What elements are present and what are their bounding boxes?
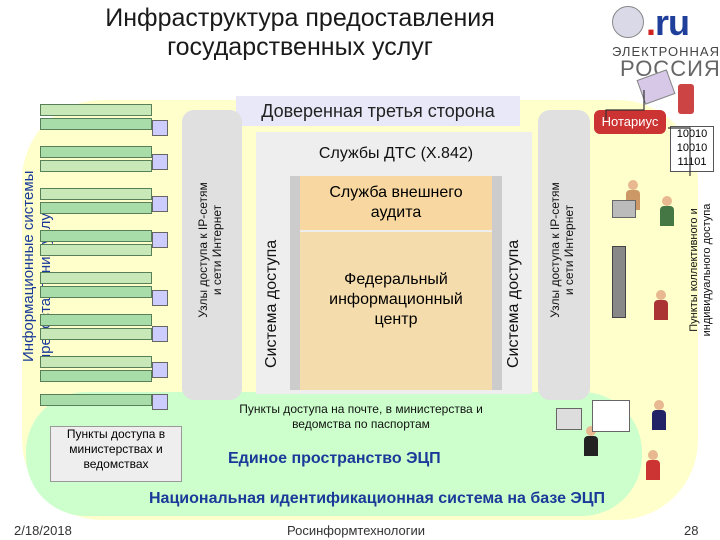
title-line-2: государственных услуг bbox=[167, 33, 433, 61]
access-system-left-label: Система доступа bbox=[263, 239, 280, 368]
person-icon bbox=[584, 426, 598, 456]
computer-icon bbox=[556, 408, 582, 430]
ip-access-cloud-left bbox=[182, 110, 242, 400]
federal-center-box: Федеральный информационный центр bbox=[300, 232, 492, 390]
document-icon bbox=[592, 400, 630, 432]
server-icon bbox=[40, 104, 152, 116]
person-icon bbox=[654, 290, 668, 320]
audit-service-line-1: Служба внешнего bbox=[329, 184, 463, 201]
server-icon bbox=[40, 328, 152, 340]
eds-space-label: Единое пространство ЭЦП bbox=[228, 450, 441, 467]
ip-access-cloud-right bbox=[538, 110, 590, 400]
server-icon bbox=[40, 394, 152, 406]
server-icon bbox=[40, 118, 152, 130]
network-node-icon bbox=[152, 196, 168, 212]
computer-icon bbox=[612, 200, 636, 218]
ip-nodes-left-label: Узлы доступа к IP-сетям и сети Интернет bbox=[196, 182, 224, 318]
server-icon bbox=[40, 202, 152, 214]
logo-line-2: РОССИЯ bbox=[620, 56, 720, 81]
post-access-points: Пункты доступа на почте, в министерства … bbox=[239, 402, 483, 431]
page-title: Инфраструктура предоставления государств… bbox=[40, 4, 560, 62]
federal-center-line-2: информационный bbox=[329, 291, 463, 308]
person-icon bbox=[660, 196, 674, 226]
person-icon bbox=[646, 450, 660, 480]
kiosk-icon bbox=[612, 246, 626, 318]
network-node-icon bbox=[152, 394, 168, 410]
trusted-party-label: Доверенная третья сторона bbox=[261, 101, 495, 121]
access-system-right-label: Система доступа bbox=[505, 239, 522, 368]
server-icon bbox=[40, 272, 152, 284]
audit-service-box: Служба внешнего аудита bbox=[300, 176, 492, 230]
server-icon bbox=[40, 286, 152, 298]
logo-ru: .ru bbox=[646, 2, 690, 43]
network-node-icon bbox=[152, 232, 168, 248]
trusted-party-banner bbox=[236, 96, 520, 126]
stamp-icon bbox=[678, 84, 694, 114]
footer-page-number: 28 bbox=[684, 523, 699, 538]
network-node-icon bbox=[152, 290, 168, 306]
title-line-1: Инфраструктура предоставления bbox=[105, 4, 495, 32]
network-node-icon bbox=[152, 326, 168, 342]
logo-line-1: ЭЛЕКТРОННАЯ bbox=[612, 44, 720, 59]
notary-connector-arrows bbox=[605, 90, 691, 176]
bits-box: 10010 10010 11101 bbox=[670, 126, 714, 172]
federal-center-line-1: Федеральный bbox=[344, 271, 448, 288]
access-system-right-bar bbox=[502, 132, 532, 394]
eagle-emblem-icon bbox=[612, 6, 644, 38]
network-node-icon bbox=[152, 154, 168, 170]
federal-center-line-3: центр bbox=[374, 311, 418, 328]
server-icon bbox=[40, 244, 152, 256]
connector-line bbox=[668, 127, 691, 176]
network-node-icon bbox=[152, 120, 168, 136]
server-icon bbox=[40, 146, 152, 158]
server-rack-panel bbox=[40, 104, 168, 414]
server-icon bbox=[40, 314, 152, 326]
server-icon bbox=[40, 160, 152, 172]
person-icon bbox=[652, 400, 666, 430]
server-icon bbox=[40, 230, 152, 242]
footer-company: Росинформтехнологии bbox=[287, 523, 425, 538]
access-system-left-bar bbox=[256, 132, 290, 394]
server-icon bbox=[40, 188, 152, 200]
collective-points-label: Пункты коллективного и индивидуального д… bbox=[688, 203, 713, 337]
connector-line bbox=[605, 90, 645, 120]
network-node-icon bbox=[152, 362, 168, 378]
dts-column-right bbox=[492, 176, 502, 390]
dts-column-left bbox=[290, 176, 300, 390]
national-id-system-label: Национальная идентификационная система н… bbox=[149, 490, 605, 507]
ministry-access-points: Пункты доступа в министерствах и ведомст… bbox=[50, 426, 182, 482]
dts-services-label: Службы ДТС (X.842) bbox=[318, 145, 474, 162]
server-icon bbox=[40, 356, 152, 368]
footer-date: 2/18/2018 bbox=[14, 523, 72, 538]
server-icon bbox=[40, 370, 152, 382]
audit-service-line-2: аудита bbox=[370, 204, 422, 221]
